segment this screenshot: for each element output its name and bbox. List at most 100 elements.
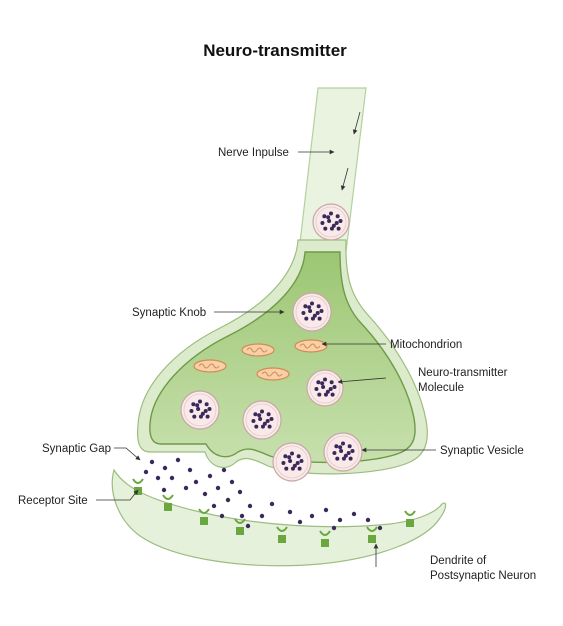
neurotransmitter-molecule [316, 380, 321, 385]
label-neurotransmitter-molecule-2: Molecule [418, 382, 464, 394]
neurotransmitter-molecule [269, 501, 275, 507]
neurotransmitter-molecule [196, 407, 201, 412]
neurotransmitter-molecule [193, 479, 199, 485]
neurotransmitter-molecule [202, 491, 208, 497]
neurotransmitter-molecule [207, 473, 213, 479]
neurotransmitter-molecule [192, 414, 197, 419]
neurotransmitter-molecule [301, 310, 306, 315]
neurotransmitter-molecule [323, 226, 328, 231]
neurotransmitter-molecule [323, 392, 328, 397]
receptor-site [132, 478, 144, 495]
neurotransmitter-molecule [254, 424, 259, 429]
neurotransmitter-molecule [297, 466, 302, 471]
neurotransmitter-molecule [215, 485, 221, 491]
neurotransmitter-molecule [351, 511, 357, 517]
neurotransmitter-molecule [308, 309, 313, 314]
label-synaptic-knob: Synaptic Knob [132, 307, 206, 319]
vesicles-group [180, 203, 363, 482]
neurotransmitter-molecule [339, 449, 344, 454]
neurotransmitter-molecule [350, 449, 355, 454]
neurotransmitter-molecule [330, 392, 335, 397]
diagram-title: Neuro-transmitter [203, 41, 347, 60]
neurotransmitter-molecule [377, 525, 383, 531]
label-receptor-site: Receptor Site [18, 495, 88, 507]
neurotransmitter-molecule [247, 503, 253, 509]
receptor-site [198, 508, 210, 525]
neurotransmitter-molecule [288, 459, 293, 464]
neurotransmitter-molecule [317, 392, 322, 397]
neurotransmitter-molecule [287, 455, 292, 460]
neurotransmitter-molecule [320, 381, 325, 386]
neurotransmitter-molecule [283, 454, 288, 459]
neurotransmitter-molecule [317, 316, 322, 321]
neurotransmitter-molecule [316, 304, 321, 309]
neurotransmitter-molecule [335, 214, 340, 219]
neurotransmitter-molecule [225, 497, 231, 503]
dendrite [111, 468, 447, 567]
neurotransmitter-molecule [321, 385, 326, 390]
neurotransmitter-molecule [295, 460, 300, 465]
receptor-site [319, 530, 331, 547]
neurotransmitter-molecule [319, 309, 324, 314]
neurotransmitter-molecule [169, 475, 175, 481]
neurotransmitter-molecule [187, 467, 193, 473]
neurotransmitter-molecule [322, 214, 327, 219]
neurotransmitter-molecule [189, 408, 194, 413]
mitochondrion [193, 359, 227, 373]
neurotransmitter-molecule [296, 454, 301, 459]
label-nerve-impulse: Nerve Inpulse [218, 147, 289, 159]
label-neurotransmitter-molecule-1: Neuro-transmitter [418, 367, 508, 379]
neurotransmitter-molecule [211, 503, 217, 509]
neurotransmitter-molecule [332, 385, 337, 390]
neurotransmitter-molecule [269, 417, 274, 422]
synaptic-vesicle [180, 390, 220, 430]
neurotransmitter-molecule [336, 226, 341, 231]
impulse-arrows [340, 111, 361, 191]
neurotransmitter-molecule [265, 418, 270, 423]
neurotransmitter-molecule [365, 517, 371, 523]
synaptic-vesicle [272, 442, 312, 482]
neurotransmitter-molecule [347, 444, 352, 449]
receptor-site [276, 526, 288, 543]
neurotransmitter-molecule [198, 414, 203, 419]
receptor-site [234, 518, 246, 535]
neurotransmitter-molecule [331, 525, 337, 531]
label-dendrite-2: Postsynaptic Neuron [430, 570, 536, 582]
neurotransmitter-molecule [257, 413, 262, 418]
free-molecules-group [143, 457, 383, 531]
neurotransmitter-molecule [290, 466, 295, 471]
neurotransmitter-molecule [262, 421, 267, 426]
neurotransmitter-molecule [338, 445, 343, 450]
neurotransmitter-molecule [346, 450, 351, 455]
neurotransmitter-molecule [338, 219, 343, 224]
synaptic-vesicle [242, 400, 282, 440]
synaptic-vesicle [292, 292, 332, 332]
neurotransmitter-molecule [229, 479, 235, 485]
neurotransmitter-molecule [162, 465, 168, 471]
synaptic-vesicle [306, 369, 344, 407]
mitochondrion [294, 339, 328, 353]
neurotransmitter-molecule [245, 523, 251, 529]
neurotransmitter-molecule [259, 513, 265, 519]
neurotransmitter-molecule [323, 377, 327, 382]
mitochondrion [241, 343, 275, 357]
neurotransmitter-molecule [266, 412, 271, 417]
neurotransmitter-molecule [290, 451, 294, 456]
neurotransmitter-molecule [203, 408, 208, 413]
neurotransmitter-molecule [299, 459, 304, 464]
neurotransmitter-molecule [334, 220, 339, 225]
neurotransmitter-molecule [284, 466, 289, 471]
neurotransmitter-molecule [304, 316, 309, 321]
neurotransmitter-molecule [348, 456, 353, 461]
neurotransmitter-molecule [237, 489, 243, 495]
neurotransmitter-molecule [219, 513, 225, 519]
neurotransmitter-molecule [198, 399, 202, 404]
receptor-site [404, 510, 416, 527]
neurotransmitter-molecule [337, 517, 343, 523]
neurotransmitter-molecule [312, 313, 317, 318]
label-mitochondrion: Mitochondrion [390, 339, 462, 351]
neurotransmitter-molecule [343, 453, 348, 458]
neurotransmitter-molecule [253, 412, 258, 417]
label-synaptic-gap: Synaptic Gap [42, 443, 111, 455]
